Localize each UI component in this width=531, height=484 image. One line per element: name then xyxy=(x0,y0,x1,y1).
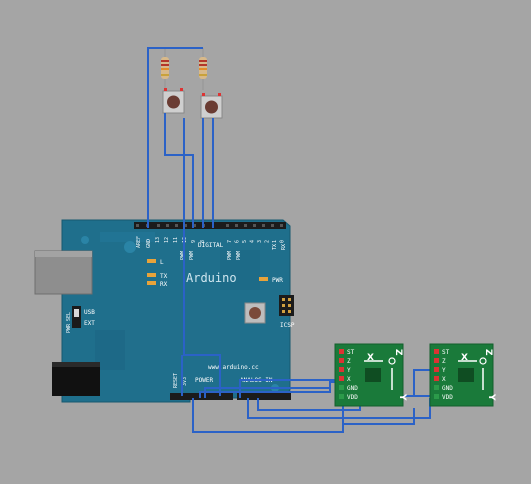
icsp-label: ICSP xyxy=(280,322,295,329)
digital-header xyxy=(134,222,286,229)
sensor-right-pin-st xyxy=(434,349,439,354)
led-l-label: L xyxy=(160,259,164,266)
pin-label-1: 1 xyxy=(272,240,278,243)
pin-label-6: 6 xyxy=(235,240,241,243)
sensor-left-pin-label-gnd: GND xyxy=(347,385,358,392)
resistor-2 xyxy=(199,48,207,90)
sensor-right-pin-gnd xyxy=(434,385,439,390)
sensor-right-pin-label-x: X xyxy=(442,376,446,383)
pin-label-7: 7 xyxy=(227,240,233,243)
pin-label-12: 12 xyxy=(164,237,170,243)
led-rx xyxy=(147,281,156,285)
sensor-right-axis-z: Z xyxy=(483,349,493,356)
sensor-left-pin-gnd xyxy=(339,385,344,390)
analog-header xyxy=(237,393,291,400)
pin-label-3: 3 xyxy=(257,240,263,243)
pushbutton-1[interactable] xyxy=(162,88,185,114)
resistor-1 xyxy=(161,48,169,90)
usb-label: USB xyxy=(84,309,95,316)
sensor-left-pin-st xyxy=(339,349,344,354)
pushbutton-2[interactable] xyxy=(200,93,223,119)
sensor-right-pin-label-z: Z xyxy=(442,358,446,365)
sensor-right-axis-y: Y xyxy=(486,393,496,401)
aref-label: AREF xyxy=(136,236,142,248)
led-tx xyxy=(147,273,156,277)
ext-label: EXT xyxy=(84,320,95,327)
wires xyxy=(147,47,431,433)
sensor-left-axis-x: X xyxy=(367,353,374,363)
icsp-header xyxy=(279,295,294,316)
reset-label: RESET xyxy=(173,373,179,388)
sensor-right-pin-label-gnd: GND xyxy=(442,385,453,392)
led-l xyxy=(147,259,156,263)
sensor-left-pin-label-x: X xyxy=(347,376,351,383)
sensor-left-axis-z: Z xyxy=(393,349,403,356)
sensor-left-pin-x xyxy=(339,376,344,381)
pin-label-0: 0 xyxy=(280,240,286,243)
sensor-left-pin-z xyxy=(339,358,344,363)
sensor-right-pin-y xyxy=(434,367,439,372)
pwm-label-2: PWM xyxy=(189,251,195,260)
sensor-right-pin-vdd xyxy=(434,394,439,399)
pwr-sel-label: PWR SEL xyxy=(66,312,72,333)
pin-label-9: 9 xyxy=(191,240,197,243)
sensor-left-pin-label-z: Z xyxy=(347,358,351,365)
power-header xyxy=(170,393,233,400)
power-jack xyxy=(52,362,100,396)
pin-label-2: 2 xyxy=(265,240,271,243)
sensor-right-pin-z xyxy=(434,358,439,363)
led-tx-label: TX xyxy=(160,273,168,280)
sensor-left-axis-y: Y xyxy=(397,393,407,401)
pin-label-11: 11 xyxy=(173,237,179,243)
sensor-left-pin-label-st: ST xyxy=(347,349,355,356)
sensor-left-pin-vdd xyxy=(339,394,344,399)
led-rx-label: RX xyxy=(160,281,168,288)
pwm-label-4: PWM xyxy=(236,251,242,260)
tx-pin-label: TX xyxy=(272,244,278,250)
sensor-left-pin-label-vdd: VDD xyxy=(347,394,358,401)
sensor-right-pin-label-vdd: VDD xyxy=(442,394,453,401)
pin-label-5: 5 xyxy=(242,240,248,243)
pwr-led-label: PWR xyxy=(272,277,283,284)
digital-label: DIGITAL xyxy=(198,242,224,249)
pwm-label-3: PWM xyxy=(227,251,233,260)
sensor-right-axis-x: X xyxy=(461,353,468,363)
usb-connector xyxy=(34,250,93,295)
pin-label-13: 13 xyxy=(155,237,161,243)
brand-logo: Arduino xyxy=(186,271,237,285)
gnd-label: GND xyxy=(146,239,152,248)
pin-label-4: 4 xyxy=(250,240,256,243)
rx-pin-label: RX xyxy=(281,244,287,250)
pin-label-8: 8 xyxy=(200,240,206,243)
sensor-left-pin-y xyxy=(339,367,344,372)
v33-label: 3V3 xyxy=(182,377,188,386)
sensor-right-pin-label-st: ST xyxy=(442,349,450,356)
sensor-right-pin-x xyxy=(434,376,439,381)
sensor-right-pin-label-y: Y xyxy=(442,367,446,374)
sensor-left-pin-label-y: Y xyxy=(347,367,351,374)
website-url: www.arduino.cc xyxy=(208,364,259,371)
pwr-led xyxy=(259,277,268,281)
power-label: POWER xyxy=(195,377,213,384)
